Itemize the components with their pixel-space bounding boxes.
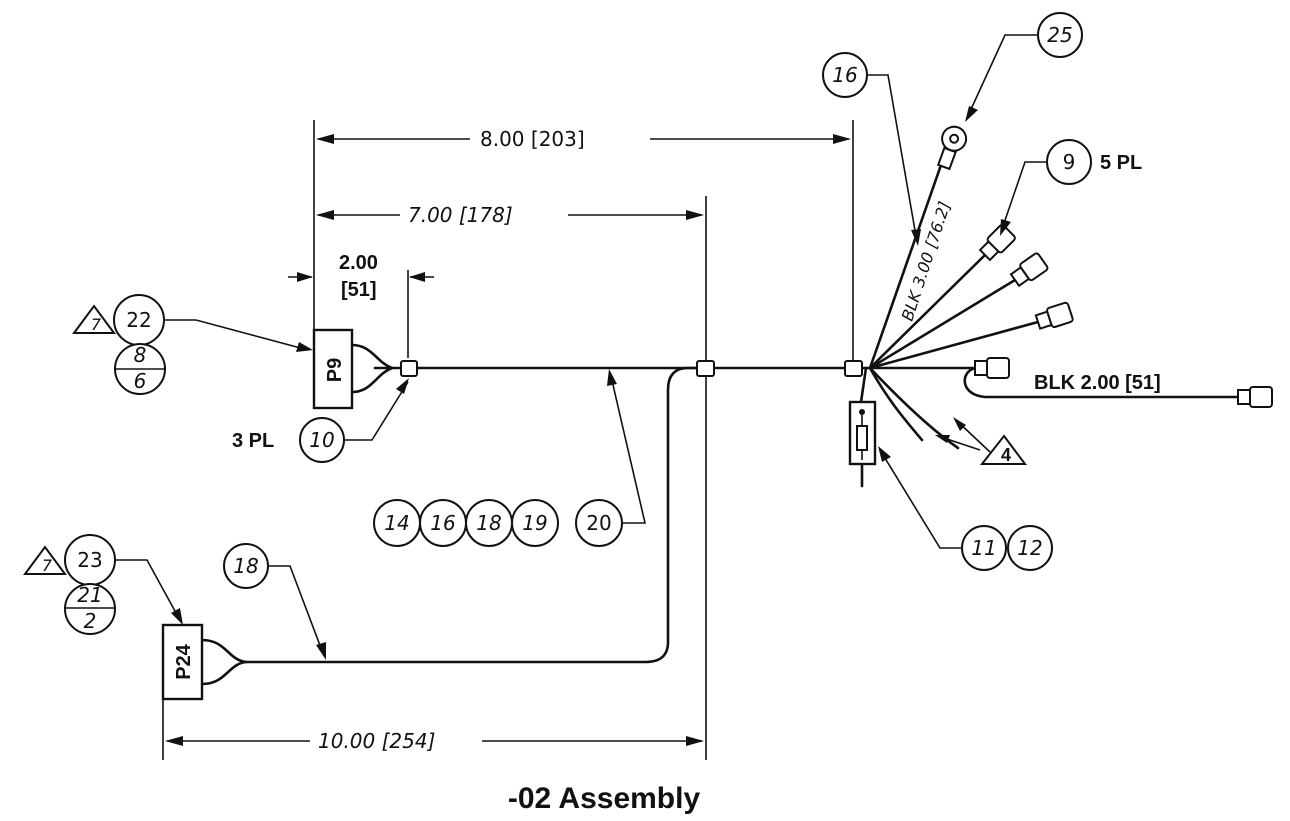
balloon-18-label: 18 [476,511,501,535]
pigtail-blk-label: BLK 2.00 [51] [1034,372,1161,394]
dimension-short-bottom: [51] [341,279,377,301]
note-5pl: 5 PL [1100,152,1142,174]
dimension-splice: 7.00 [178] [316,203,704,227]
balloon-20-label: 20 [586,511,611,535]
balloon-25-label: 25 [1047,23,1072,47]
balloon-14-label: 14 [384,511,409,535]
balloon-10-label: 10 [309,428,334,452]
connector-p9: P9 [312,328,354,410]
dimension-short: 2.00 [51] [288,252,434,301]
connector-p24-label: P24 [173,643,195,679]
terminal-2 [1009,252,1049,288]
dimension-overall: 8.00 [203] [316,127,851,151]
balloon-21-2 [64,583,116,635]
balloon-12-label: 12 [1017,536,1042,560]
flag-7-upper [72,304,116,334]
balloon-2-label: 2 [84,609,97,633]
clamp-1 [400,360,418,377]
flag-4 [979,434,1027,465]
flag-7-lower [23,545,67,575]
connector-p24: P24 [161,623,204,701]
balloon-8-label: 8 [134,343,147,367]
connector-p9-label: P9 [324,358,346,382]
balloon-18-lower [223,543,269,589]
dimension-lower: 10.00 [254] [165,729,704,753]
extension-lines [162,120,854,760]
balloon-25 [1037,12,1083,58]
note-3pl: 3 PL [232,430,274,452]
dimension-splice-label: 7.00 [178] [408,203,513,227]
terminal-4 [974,357,1010,379]
balloon-22-label: 22 [126,308,151,332]
flag-4-label: 4 [1001,445,1011,465]
fuse-holder [848,400,877,466]
terminal-5 [1237,386,1273,408]
balloon-10 [299,417,345,463]
balloon-6-label: 6 [134,369,147,393]
balloon-19 [511,499,559,547]
harness-wires [200,143,1240,686]
balloon-16-upper-label: 16 [832,63,857,87]
terminal-1 [978,224,1016,262]
balloon-12 [1007,525,1053,571]
dimension-lower-label: 10.00 [254] [318,729,435,753]
notes: 3 PL 5 PL BLK 2.00 [51] BLK 3.00 [76.2] [232,152,1161,452]
clamps [400,360,863,377]
flag-notes: 7 7 4 [23,304,1027,575]
flag-7-upper-label: 7 [91,315,102,334]
drawing-caption: -02 Assembly [508,782,701,815]
balloons: 22 8 6 23 21 2 10 14 16 18 19 20 18 16 [64,12,1092,635]
clamp-3 [844,360,863,377]
dimension-short-top: 2.00 [339,252,378,274]
flag-7-lower-label: 7 [42,556,53,575]
balloon-9 [1046,139,1092,185]
clamp-2 [696,360,715,377]
balloon-20 [575,499,623,547]
balloon-16-upper [822,52,868,98]
dimension-overall-label: 8.00 [203] [480,127,585,151]
ring-terminal [936,125,968,171]
balloon-16-label: 16 [430,511,455,535]
terminals [974,224,1273,408]
balloon-23-label: 23 [77,548,102,572]
leaders [116,34,1046,660]
balloon-19-label: 19 [522,511,547,535]
balloon-11-label: 11 [971,536,996,560]
terminal-3 [1034,301,1074,330]
balloon-21-label: 21 [77,583,102,607]
balloon-18-lower-label: 18 [233,554,258,578]
balloon-9-label: 9 [1063,150,1076,174]
balloon-11 [961,525,1007,571]
